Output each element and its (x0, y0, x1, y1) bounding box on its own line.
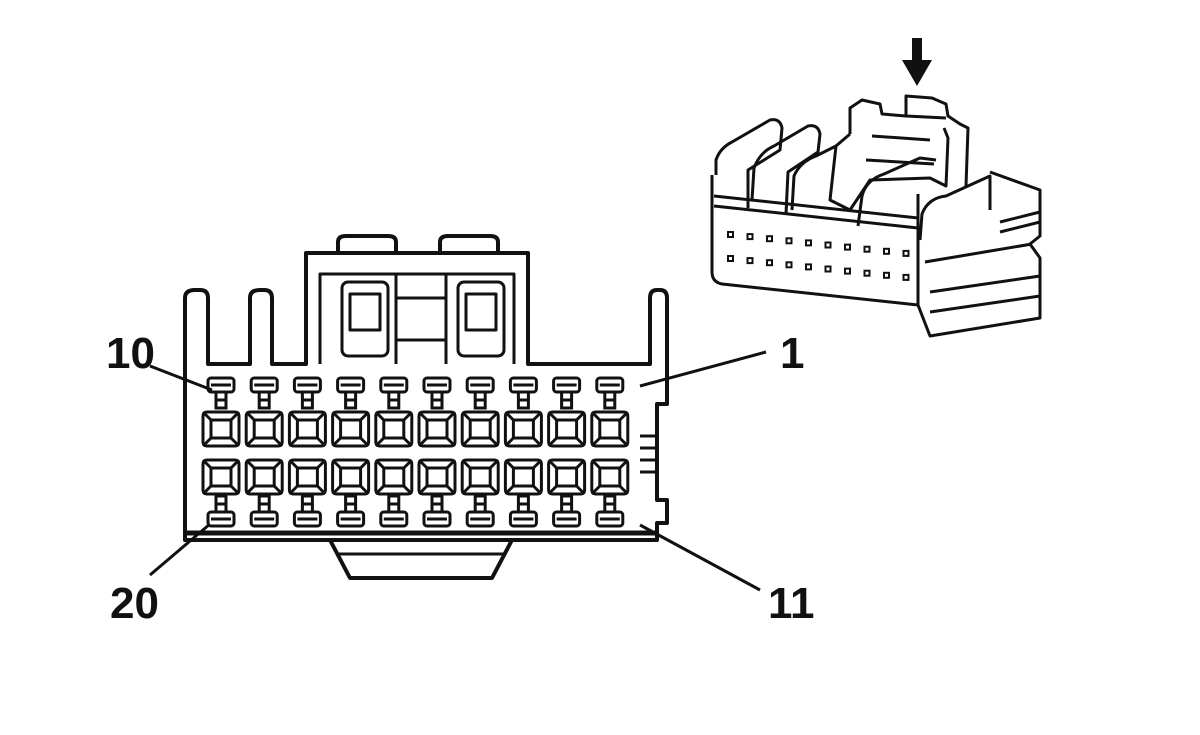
pin-cavity (374, 410, 414, 448)
pin-cavity (201, 458, 241, 496)
iso-pin-dot (883, 271, 890, 279)
pin-terminal (465, 376, 495, 410)
iso-pin-dot (785, 261, 793, 269)
pin-terminal (552, 494, 582, 528)
pin-cavity (503, 458, 543, 496)
iso-pin-dot (883, 247, 890, 255)
iso-pin-dot (863, 245, 871, 253)
pin-terminal (249, 376, 279, 410)
connector-body-outline (183, 251, 669, 542)
pin-cavity (417, 458, 457, 496)
iso-right-face (916, 170, 1042, 338)
pin-label-1: 1 (780, 329, 804, 378)
iso-pin-dot (746, 233, 754, 241)
pin-cavity (331, 458, 371, 496)
iso-pin-dot (824, 265, 832, 273)
iso-pin-dot (727, 255, 734, 262)
connector-isometric-view (710, 38, 1042, 338)
pin-cavity (244, 410, 284, 448)
pin-label-11: 11 (768, 579, 815, 628)
pin-cavity (417, 410, 457, 448)
leader-line-10 (149, 364, 213, 392)
leader-lines (149, 350, 767, 592)
pin-cavity (287, 410, 327, 448)
leader-line-20 (149, 522, 211, 577)
pin-cavity (460, 410, 500, 448)
pin-terminal (465, 494, 495, 528)
pin-terminal (206, 494, 236, 528)
iso-fin-5 (918, 174, 992, 241)
iso-pin-dot (844, 243, 851, 251)
pin-cavity (547, 410, 587, 448)
iso-pin-dot (727, 231, 734, 238)
leader-line-11 (639, 523, 761, 592)
iso-pin-dots (727, 231, 910, 281)
iso-pin-dot (805, 239, 812, 247)
pin-terminal (206, 376, 236, 410)
pin-terminal (595, 494, 625, 528)
pin-cavity (590, 410, 630, 448)
iso-pin-dot (902, 273, 910, 281)
cavity-grid (201, 376, 630, 528)
top-bump-left (336, 234, 398, 253)
leader-line-1 (639, 350, 767, 388)
pin-cavity (287, 458, 327, 496)
pin-label-20: 20 (110, 579, 159, 628)
iso-pin-dot (746, 257, 754, 265)
pin-terminal (249, 494, 279, 528)
pin-terminal (379, 376, 409, 410)
latch-tower (340, 274, 506, 364)
pin-terminal (292, 494, 322, 528)
iso-fin-3 (790, 144, 837, 211)
bottom-keying-tab (328, 539, 514, 580)
iso-pin-dot (785, 237, 793, 245)
pin-terminal (422, 494, 452, 528)
latch-housing-inner (318, 272, 516, 364)
pin-terminal (292, 376, 322, 410)
iso-pin-dot (863, 269, 871, 277)
iso-pin-dot (902, 249, 910, 257)
pin-cavity (201, 410, 241, 448)
side-ribs (640, 434, 657, 474)
pin-terminal (336, 494, 366, 528)
pin-terminal (508, 376, 538, 410)
pin-terminal (336, 376, 366, 410)
pin-terminal (508, 494, 538, 528)
iso-pin-dot (844, 267, 851, 275)
pin-terminal (595, 376, 625, 410)
iso-pin-dot (824, 241, 832, 249)
pin-terminal (422, 376, 452, 410)
pin-label-10: 10 (106, 329, 155, 378)
iso-front-face (710, 175, 920, 307)
iso-pin-dot (766, 259, 773, 267)
connector-front-view (183, 234, 669, 580)
top-bump-right (438, 234, 500, 253)
down-arrow-icon (902, 38, 932, 86)
pin-cavity (460, 458, 500, 496)
iso-latch (848, 94, 970, 187)
iso-fin-1 (714, 118, 784, 208)
iso-fin-2 (750, 124, 822, 215)
pin-cavity (547, 458, 587, 496)
iso-pin-dot (805, 263, 812, 271)
pin-cavity (331, 410, 371, 448)
pin-terminal (379, 494, 409, 528)
pin-cavity (244, 458, 284, 496)
pin-cavity (590, 458, 630, 496)
pin-cavity (374, 458, 414, 496)
pin-cavity (503, 410, 543, 448)
iso-pin-dot (766, 235, 773, 243)
pin-terminal (552, 376, 582, 410)
